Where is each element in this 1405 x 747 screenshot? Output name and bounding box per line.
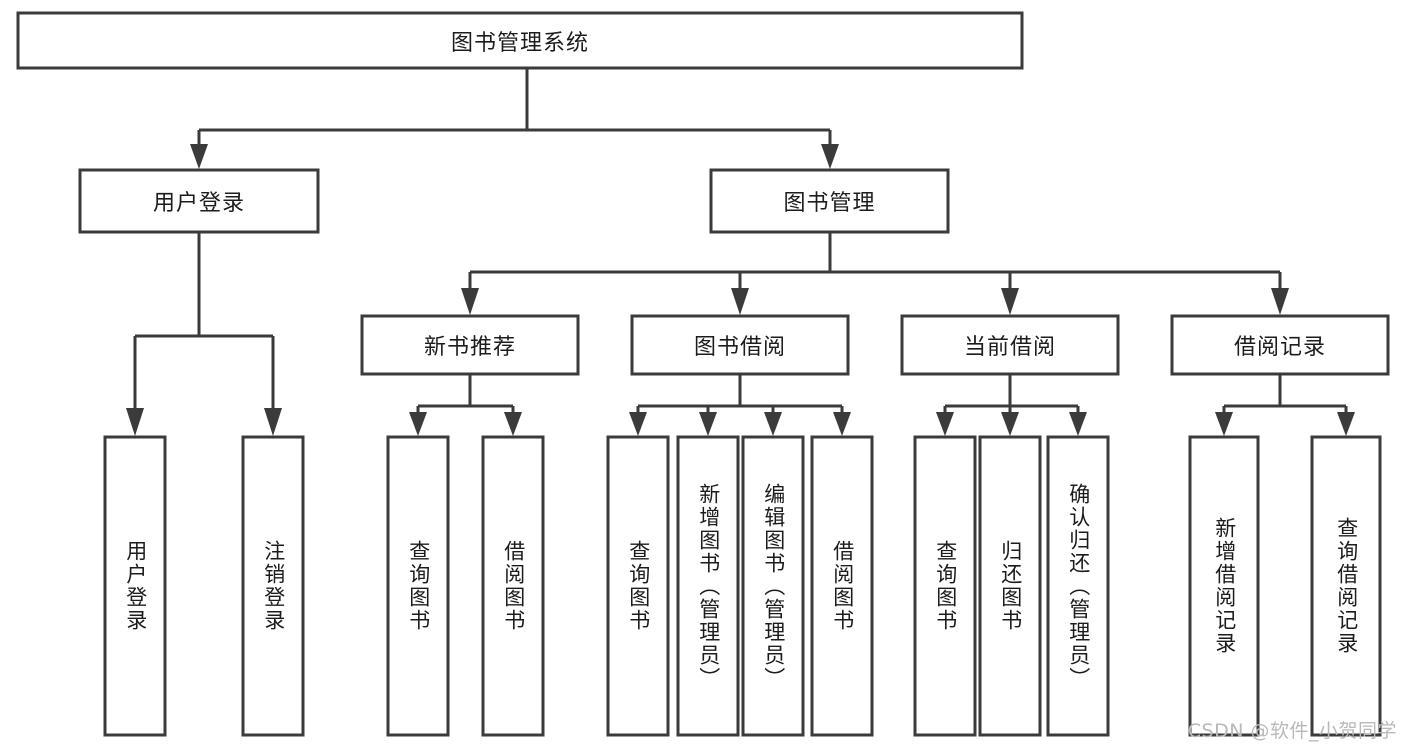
arrowhead-leaf-borrow-record-2 [1337,412,1355,436]
leaf-borrow-record-1-box[interactable] [1188,435,1260,737]
arrowhead-leaf-book-borrow-4 [833,412,851,436]
arrowhead-leaf-borrow-record-1 [1215,412,1233,436]
leaf-user-login-1-box[interactable] [103,435,167,737]
leaf-new-book-2-box[interactable] [481,435,545,737]
arrowhead-borrow-record [1271,288,1289,315]
leaf-current-borrow-1-box[interactable] [913,435,977,737]
arrowhead-leaf-user-login-2 [264,408,282,436]
arrowhead-new-book-recommend [461,288,479,315]
arrowhead-leaf-current-borrow-3 [1069,412,1087,436]
node-current-borrow-box[interactable] [900,314,1120,376]
arrowhead-leaf-current-borrow-2 [1001,412,1019,436]
leaf-user-login-2-box[interactable] [241,435,305,737]
leaf-book-borrow-2-box[interactable] [676,435,740,737]
leaf-current-borrow-3-box[interactable] [1046,435,1110,737]
arrowhead-user-login [190,144,208,169]
arrowhead-book-management [821,144,839,169]
arrowhead-leaf-user-login-1 [126,408,144,436]
arrowhead-book-borrow [731,288,749,315]
leaf-book-borrow-4-box[interactable] [810,435,874,737]
arrowhead-current-borrow [1001,288,1019,315]
node-book-management-box[interactable] [709,168,950,234]
node-user-login-box[interactable] [78,168,320,234]
node-book-borrow-box[interactable] [630,314,850,376]
leaf-book-borrow-3-box[interactable] [741,435,805,737]
arrowhead-leaf-current-borrow-1 [936,412,954,436]
leaf-book-borrow-1-box[interactable] [606,435,670,737]
node-borrow-record-box[interactable] [1170,314,1390,376]
arrowhead-leaf-new-book-1 [409,412,427,436]
arrowhead-leaf-new-book-2 [504,412,522,436]
arrowhead-leaf-book-borrow-1 [629,412,647,436]
arrowhead-leaf-book-borrow-2 [699,412,717,436]
node-root-box[interactable] [16,11,1024,70]
node-new-book-recommend-box[interactable] [360,314,580,376]
leaf-new-book-1-box[interactable] [386,435,450,737]
arrowhead-leaf-book-borrow-3 [764,412,782,436]
leaf-current-borrow-2-box[interactable] [978,435,1042,737]
leaf-borrow-record-2-box[interactable] [1310,435,1382,737]
